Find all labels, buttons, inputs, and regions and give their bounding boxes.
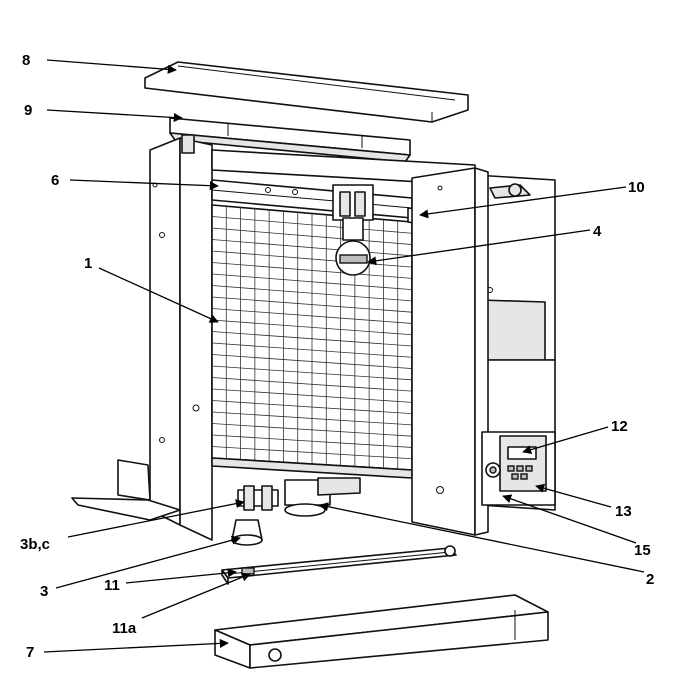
callout-labels: 8 9 6 10 4 1 12 13 15 3b,c 2 3 11 11a 7 [20, 52, 654, 661]
grid-row-line [211, 388, 413, 403]
callout-13: 13 [615, 503, 632, 520]
part-top-panel [169, 117, 411, 163]
leader-13 [535, 483, 612, 508]
grid-row-line [211, 262, 413, 279]
callout-6: 6 [51, 172, 59, 189]
callout-leaders [43, 59, 645, 653]
grid-row-line [211, 250, 413, 268]
leader-3bc [67, 499, 245, 538]
callout-2: 2 [646, 571, 654, 588]
callout-8: 8 [22, 52, 30, 69]
part-water-tank [214, 594, 549, 669]
part-top-lid [144, 61, 469, 123]
leader-11 [125, 568, 237, 584]
leader-7 [43, 638, 229, 653]
callout-4: 4 [593, 223, 602, 240]
callout-10: 10 [628, 179, 645, 196]
grid-row-line [211, 296, 413, 313]
leader-9 [46, 109, 183, 123]
grid-row-line [211, 216, 413, 234]
callout-1: 1 [84, 255, 92, 272]
leader-10 [419, 186, 627, 219]
leader-11a [141, 572, 251, 619]
callout-9: 9 [24, 102, 32, 119]
part-pump-assembly [231, 477, 361, 546]
grid-row-line [211, 377, 413, 392]
grid-row-line [211, 273, 413, 291]
grid-row-line [211, 365, 413, 381]
grid-row-line [211, 227, 413, 245]
grid-row-line [211, 354, 413, 369]
callout-15: 15 [634, 542, 651, 559]
grid-row-line [211, 423, 413, 437]
callout-11a: 11a [112, 620, 137, 637]
leader-15 [502, 494, 637, 544]
leader-6 [69, 179, 219, 191]
leader-8 [46, 59, 177, 74]
grid-row-line [211, 285, 413, 302]
part-left-floor-plate [71, 459, 181, 521]
grid-row-line [211, 446, 413, 460]
grid-row-line [211, 308, 413, 324]
callout-7: 7 [26, 644, 34, 661]
callout-12: 12 [611, 418, 628, 435]
grid-row-line [211, 411, 413, 426]
callout-3: 3 [40, 583, 48, 600]
grid-row-line [211, 319, 413, 336]
grid-row-line [211, 239, 413, 257]
part-evaporator-grid [211, 204, 413, 479]
part-controller-box [481, 431, 556, 506]
part-water-curtain [221, 545, 457, 585]
grid-row-line [211, 342, 413, 358]
leader-3 [55, 535, 241, 589]
grid-row-line [211, 400, 413, 415]
leader-2 [319, 502, 645, 573]
leader-4 [367, 229, 591, 266]
leader-12 [522, 426, 609, 455]
leader-1 [98, 267, 219, 323]
callout-3bc: 3b,c [20, 536, 50, 553]
grid-row-line [211, 331, 413, 347]
part-left-side-frame [149, 134, 213, 541]
part-probe-assembly [332, 184, 374, 276]
grid-row-line [211, 434, 413, 448]
callout-11: 11 [104, 577, 120, 594]
